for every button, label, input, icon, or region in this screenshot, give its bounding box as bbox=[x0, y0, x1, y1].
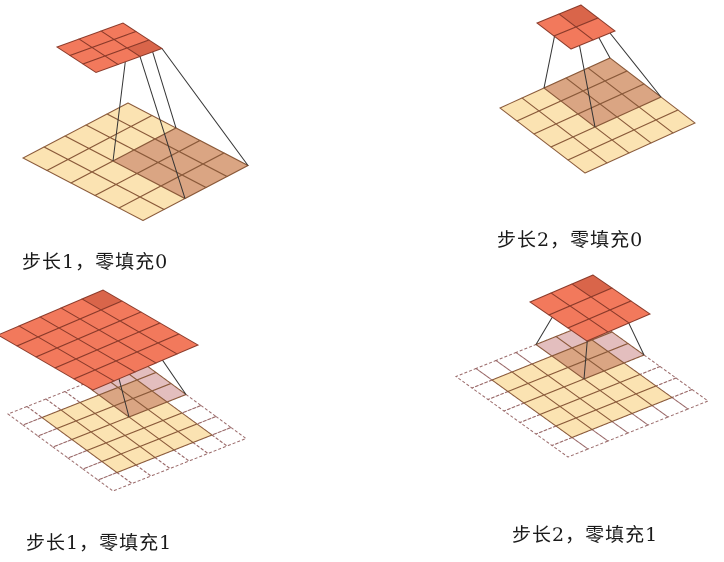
padding-cell bbox=[550, 436, 590, 458]
padding-cell bbox=[115, 464, 153, 485]
projection-line bbox=[148, 39, 177, 129]
padding-cell bbox=[153, 449, 191, 470]
padding-cell bbox=[650, 396, 690, 418]
input-cell bbox=[554, 417, 594, 439]
projection-line bbox=[112, 47, 128, 162]
padding-cell bbox=[630, 404, 670, 426]
caption-stride2-pad1: 步长2，零填充1 bbox=[512, 524, 659, 546]
projection-line bbox=[139, 56, 186, 199]
caption-stride1-pad0: 步长1，零填充0 bbox=[22, 251, 169, 273]
output-cell bbox=[72, 369, 116, 391]
input-cell bbox=[567, 149, 608, 174]
padding-cell bbox=[180, 404, 218, 425]
panel-stride1-pad0 bbox=[21, 22, 250, 222]
padding-cell bbox=[454, 367, 494, 389]
output-cell bbox=[81, 55, 120, 74]
padding-cell bbox=[610, 412, 650, 434]
padding-cell bbox=[210, 426, 248, 447]
padding-cell bbox=[195, 415, 233, 436]
output-cell bbox=[566, 318, 610, 342]
padding-cell bbox=[570, 428, 610, 450]
output-cell bbox=[553, 26, 594, 50]
padding-cell bbox=[172, 441, 210, 462]
caption-stride1-pad1: 步长1，零填充1 bbox=[26, 532, 173, 554]
padding-cell bbox=[165, 393, 203, 414]
padding-cell bbox=[6, 405, 44, 426]
padding-cell bbox=[670, 388, 710, 410]
panel-stride1-pad1 bbox=[0, 289, 248, 492]
padding-cell bbox=[96, 471, 134, 492]
padding-cell bbox=[590, 420, 630, 442]
padding-cell bbox=[191, 434, 229, 455]
panel-stride2-pad1 bbox=[454, 274, 710, 458]
panel-stride2-pad0 bbox=[499, 4, 696, 174]
padding-cell bbox=[25, 398, 63, 419]
input-cell bbox=[100, 453, 138, 474]
projection-line bbox=[161, 48, 249, 166]
input-cell bbox=[117, 196, 166, 222]
caption-stride2-pad0: 步长2，零填充0 bbox=[497, 229, 644, 251]
padding-cell bbox=[44, 390, 82, 411]
padding-cell bbox=[134, 456, 172, 477]
